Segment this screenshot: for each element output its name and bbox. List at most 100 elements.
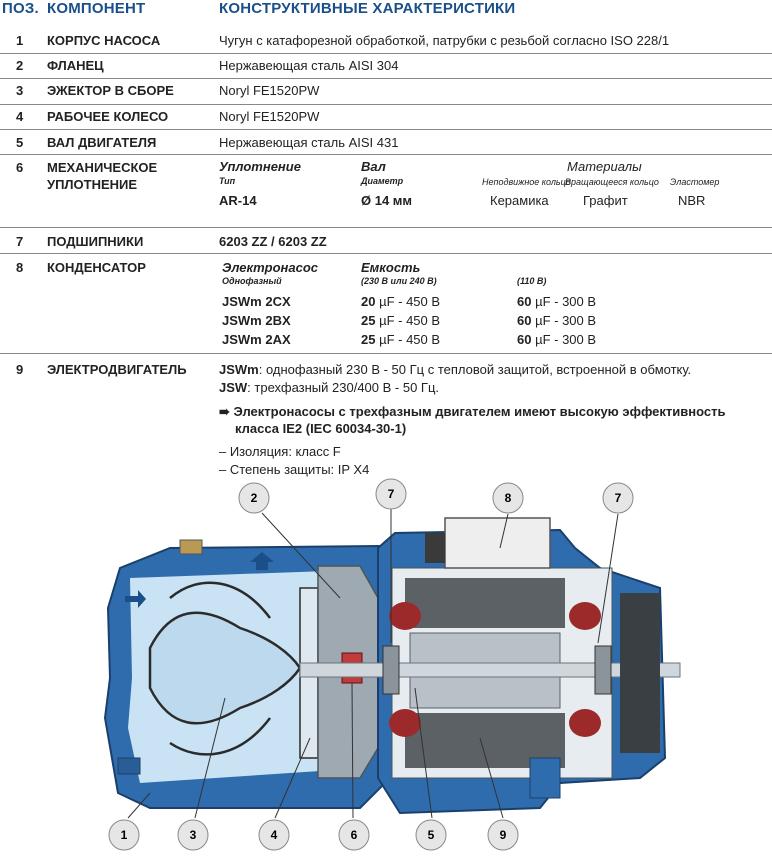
winding [389,602,421,630]
table-row: 3 ЭЖЕКТОР В СБОРЕ Noryl FE1520PW [0,79,772,105]
cap-value-110: 60 µF - 300 В [517,294,597,309]
svg-text:5: 5 [428,828,435,842]
seal-elastomer-label: Эластомер [670,177,720,187]
callout-5: 5 [415,819,447,851]
arrow-icon: ➠ [219,404,230,419]
callout-2: 2 [238,482,270,514]
seal-fixed-ring-label: Неподвижное кольцо [482,177,571,187]
table-row: 4 РАБОЧЕЕ КОЛЕСО Noryl FE1520PW [0,105,772,130]
svg-text:8: 8 [505,491,512,505]
cap-model: JSWm 2CX [222,294,291,309]
svg-text:4: 4 [271,828,278,842]
table-row: 2 ФЛАНЕЦ Нержавеющая сталь AISI 304 [0,54,772,79]
cap-model: JSWm 2BX [222,313,291,328]
seal-elastomer-value: NBR [678,193,706,208]
cap-voltage-110-label: (110 В) [517,276,547,286]
callout-9: 9 [487,819,519,851]
ejector-channel [169,717,271,756]
callout-1: 1 [108,819,140,851]
svg-text:6: 6 [351,828,358,842]
row-component-line2: УПЛОТНЕНИЕ [47,177,138,192]
row-component: КОРПУС НАСОСА [47,33,161,48]
table-row: 5 ВАЛ ДВИГАТЕЛЯ Нержавеющая сталь AISI 4… [0,130,772,155]
row-number: 4 [16,109,24,124]
table-row: 8 КОНДЕНСАТОР Электронасос Однофазный Ем… [0,254,772,354]
svg-text:1: 1 [121,828,128,842]
row-number: 7 [16,234,24,249]
flow-arrow-icon [250,552,274,570]
row-description: Чугун с катафорезной обработкой, патрубк… [219,33,670,48]
seal-diameter-value: Ø 14 мм [361,193,413,208]
row-component: КОНДЕНСАТОР [47,260,146,275]
cap-model: JSWm 2AX [222,332,291,347]
row-number: 8 [16,260,24,275]
row-description: Noryl FE1520PW [219,83,320,98]
header-characteristics: КОНСТРУКТИВНЫЕ ХАРАКТЕРИСТИКИ [219,0,516,17]
cap-value-230: 25 µF - 450 В [361,332,441,347]
flow-arrow-icon [125,590,146,608]
row-description: Нержавеющая сталь AISI 431 [219,135,399,150]
cap-value-230: 20 µF - 450 В [361,294,441,309]
callout-3: 3 [177,819,209,851]
motor-insulation: – Изоляция: класс F [219,444,341,459]
seal-type-value: AR-14 [219,193,257,208]
pump-foot [529,757,561,799]
seal-fixed-value: Керамика [490,193,549,208]
seal-label: Уплотнение [219,159,301,174]
motor-note-line2: класса IE2 (IEC 60034-30-1) [235,421,407,436]
bearing [382,645,400,695]
callouts: 2 7 8 7 1 3 4 6 5 9 [108,478,634,851]
seal-rotating-value: Графит [583,193,628,208]
row-number: 9 [16,362,24,377]
header-component: КОМПОНЕНТ [47,0,146,17]
row-number: 2 [16,58,24,73]
callout-7: 7 [375,478,407,510]
motor-jsw-line: JSW: трехфазный 230/400 В - 50 Гц. [219,380,440,395]
capacitor [444,517,551,569]
row-description: Noryl FE1520PW [219,109,320,124]
row-description: Нержавеющая сталь AISI 304 [219,58,399,73]
row-component: ЭЖЕКТОР В СБОРЕ [47,83,174,98]
callout-4: 4 [258,819,290,851]
callout-lines [127,508,619,819]
motor-note-line1: ➠ Электронасосы с трехфазным двигателем … [219,404,726,419]
seal-diameter-label: Диаметр [361,176,404,186]
cap-pump-label: Электронасос [222,260,319,275]
winding [389,709,421,737]
seal-shaft-label: Вал [361,159,386,174]
callout-6: 6 [338,819,370,851]
callout-7: 7 [602,482,634,514]
table-row: 7 ПОДШИПНИКИ 6203 ZZ / 6203 ZZ [0,228,772,254]
ejector-channel [169,581,271,619]
row-component: ЭЛЕКТРОДВИГАТЕЛЬ [47,362,187,377]
winding [569,602,601,630]
table-row: 9 ЭЛЕКТРОДВИГАТЕЛЬ JSWm: однофазный 230 … [0,354,772,478]
row-component: ФЛАНЕЦ [47,58,104,73]
cap-voltage-230-label: (230 В или 240 В) [361,276,437,286]
table-row: 6 МЕХАНИЧЕСКОЕ УПЛОТНЕНИЕ Уплотнение Тип… [0,155,772,228]
svg-text:9: 9 [500,828,507,842]
cap-value-110: 60 µF - 300 В [517,332,597,347]
cap-value-110: 60 µF - 300 В [517,313,597,328]
winding [569,709,601,737]
row-number: 6 [16,160,24,175]
pump-cross-section-diagram: 2 7 8 7 1 3 4 6 5 9 [103,478,681,851]
motor-jswm-line: JSWm: однофазный 230 В - 50 Гц с теплово… [219,362,692,377]
bearing [594,645,612,695]
row-component: ПОДШИПНИКИ [47,234,144,249]
seal-type-label: Тип [219,176,236,186]
cap-capacity-label: Емкость [361,260,421,275]
table-row: 1 КОРПУС НАСОСА Чугун с катафорезной обр… [0,30,772,54]
header-pos: ПОЗ. [2,0,39,17]
row-component: ВАЛ ДВИГАТЕЛЯ [47,135,157,150]
pump-drain-plug [117,757,141,775]
row-component: РАБОЧЕЕ КОЛЕСО [47,109,169,124]
cap-single-phase-label: Однофазный [222,276,282,286]
pump-fill-plug [179,539,203,555]
row-number: 3 [16,83,24,98]
svg-text:7: 7 [615,491,622,505]
row-description: 6203 ZZ / 6203 ZZ [219,234,327,249]
svg-text:2: 2 [251,491,258,505]
svg-text:3: 3 [190,828,197,842]
row-number: 1 [16,33,24,48]
